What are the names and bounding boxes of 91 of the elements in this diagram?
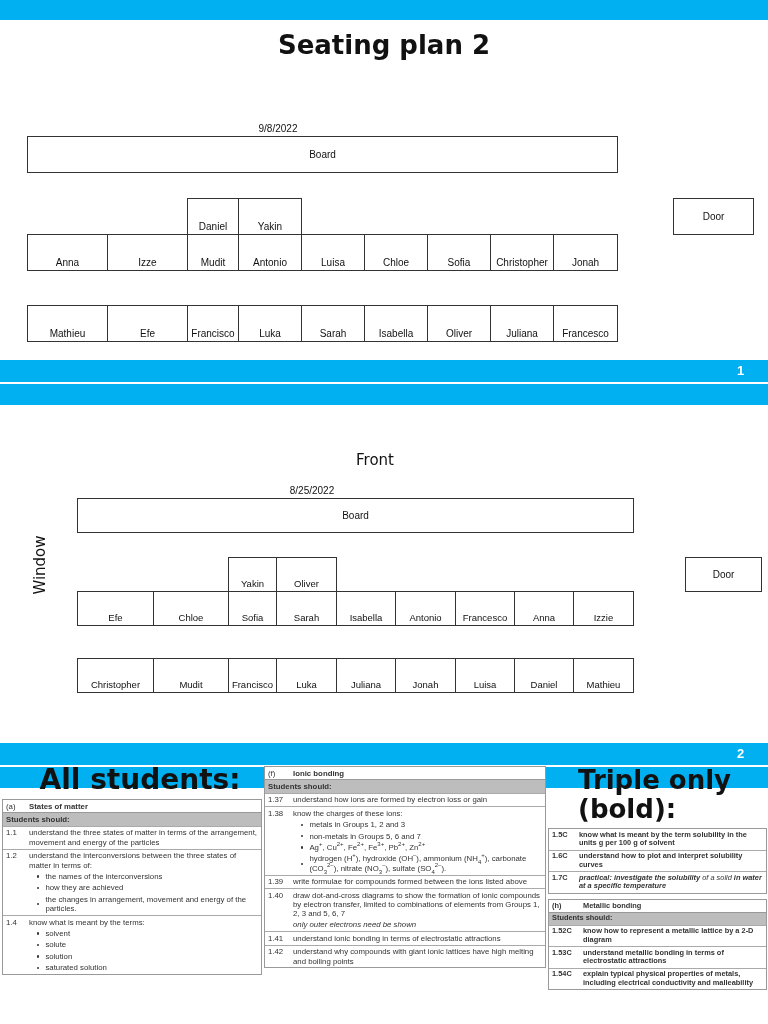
student-name: Sofia: [447, 257, 471, 268]
student-name: Francesco: [562, 328, 609, 339]
desk-box: [455, 591, 515, 626]
desk-box: [395, 591, 456, 626]
student-name: Daniel: [530, 679, 558, 690]
student-name: Francesco: [462, 612, 508, 623]
desk-box: [395, 658, 456, 693]
student-name: Mathieu: [586, 679, 621, 690]
student-name: Efe: [108, 612, 123, 623]
desk-box: [276, 658, 337, 693]
student-name: Christopher: [496, 257, 548, 268]
student-name: Oliver: [294, 578, 319, 589]
desk-box: [364, 234, 428, 271]
desk-box: [238, 305, 302, 342]
desk-box: [573, 658, 634, 693]
student-name: Antonio: [253, 257, 287, 268]
desk-box: [238, 198, 302, 235]
student-name: Jonah: [412, 679, 439, 690]
student-name: Sofia: [241, 612, 264, 623]
student-name: Juliana: [506, 328, 538, 339]
student-name: Isabella: [349, 612, 383, 623]
student-name: Jonah: [571, 257, 600, 268]
desk-box: [427, 305, 491, 342]
student-name: Anna: [55, 257, 80, 268]
student-name: Antonio: [409, 612, 442, 623]
desk-box: [490, 234, 554, 271]
desk-box: [153, 591, 229, 626]
window-label: Window: [31, 535, 49, 595]
desk-box: [336, 658, 396, 693]
box-label: Board: [342, 510, 369, 521]
student-name: Izzie: [593, 612, 614, 623]
desk-box: [553, 305, 618, 342]
desk-box: [364, 305, 428, 342]
desk-box: [573, 591, 634, 626]
desk-box: [514, 658, 574, 693]
student-name: Francisco: [191, 328, 235, 339]
student-name: Juliana: [350, 679, 382, 690]
student-name: Mudit: [200, 257, 226, 268]
desk-box: [455, 658, 515, 693]
slide-title: Seating plan 2: [277, 30, 491, 60]
student-name: Izze: [138, 257, 157, 268]
desk-box: [187, 305, 239, 342]
section-heading: All students:: [39, 764, 241, 796]
student-name: Luisa: [473, 679, 497, 690]
section-heading: Triple only (bold):: [578, 766, 733, 824]
box-label: Board: [309, 149, 336, 160]
student-name: Mudit: [179, 679, 203, 690]
desk-box: [301, 305, 365, 342]
desk-box: [276, 557, 337, 592]
desk-box: [153, 658, 229, 693]
desk-box: [490, 305, 554, 342]
student-name: Isabella: [378, 328, 414, 339]
box-label: Door: [712, 569, 735, 580]
slide-number: 2: [737, 746, 745, 761]
student-name: Chloe: [382, 257, 410, 268]
student-name: Yakin: [240, 578, 265, 589]
desk-box: [336, 591, 396, 626]
student-name: Luka: [296, 679, 317, 690]
desk-box: [107, 305, 188, 342]
student-name: Yakin: [257, 221, 283, 232]
student-name: Luisa: [321, 257, 345, 268]
student-name: Sarah: [319, 328, 347, 339]
desk-box: [77, 591, 154, 626]
desk-box: [427, 234, 491, 271]
student-name: Sarah: [293, 612, 320, 623]
desk-box: [301, 234, 365, 271]
student-name: Anna: [532, 612, 556, 623]
desk-box: [107, 234, 188, 271]
student-name: Efe: [140, 328, 155, 339]
student-name: Chloe: [178, 612, 204, 623]
desk-box: [187, 198, 239, 235]
desk-box: [27, 305, 108, 342]
student-name: Luka: [259, 328, 281, 339]
desk-box: [228, 557, 277, 592]
desk-box: [228, 658, 277, 693]
front-label: Front: [356, 451, 394, 469]
box-label: Door: [702, 211, 725, 222]
desk-box: [27, 234, 108, 271]
board-box: [77, 498, 634, 533]
student-name: Christopher: [90, 679, 141, 690]
desk-box: [77, 658, 154, 693]
slide-number: 1: [737, 363, 745, 378]
student-name: Daniel: [198, 221, 228, 232]
door-box: [673, 198, 754, 235]
student-name: Oliver: [445, 328, 473, 339]
desk-box: [553, 234, 618, 271]
desk-box: [514, 591, 574, 626]
door-box: [685, 557, 762, 592]
student-name: Mathieu: [49, 328, 86, 339]
student-name: Francisco: [231, 679, 274, 690]
board-box: [27, 136, 618, 173]
